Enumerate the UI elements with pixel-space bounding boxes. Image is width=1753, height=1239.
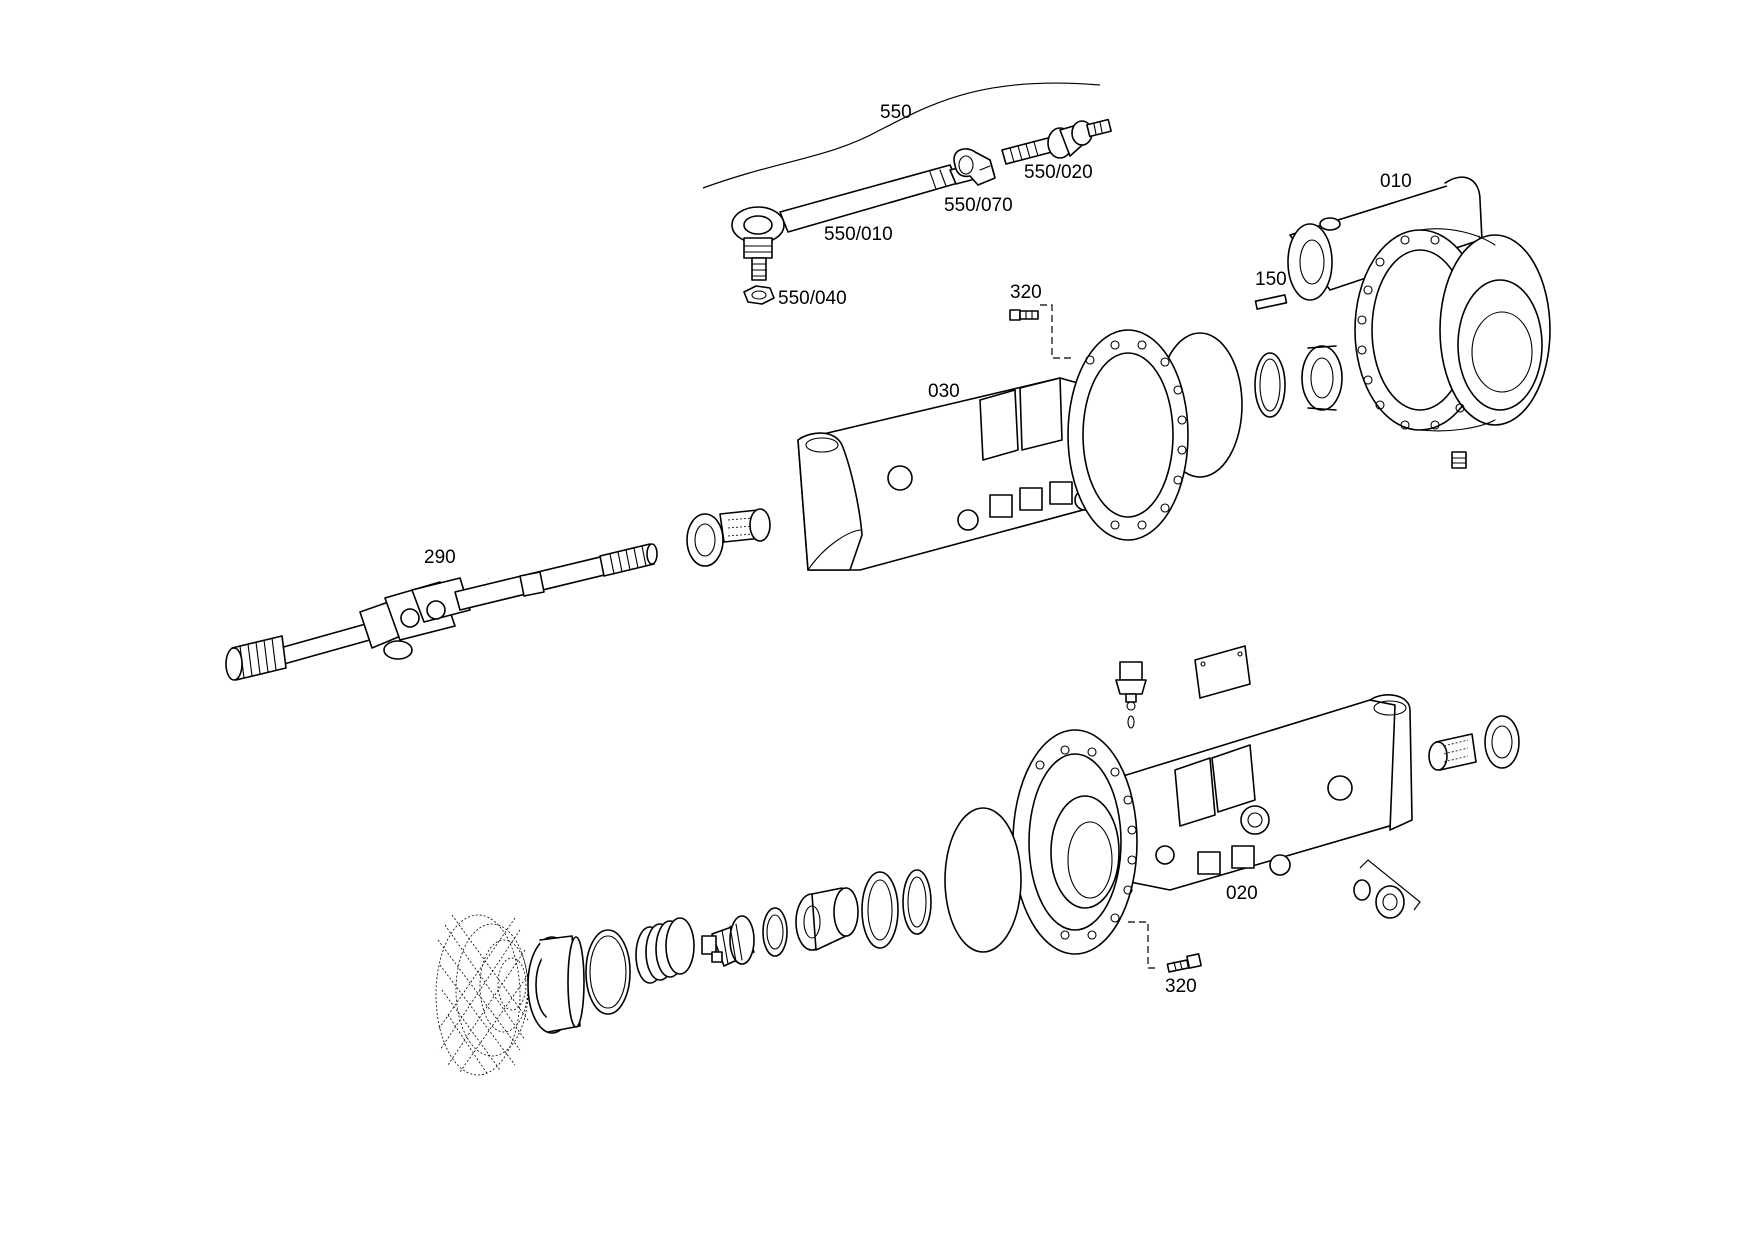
tie-rod-assembly-550: 550 550/020 550/070 550/010 550/040 <box>702 82 1112 309</box>
label-010: 010 <box>1380 171 1412 192</box>
label-020: 020 <box>1226 883 1258 904</box>
label-550-070: 550/070 <box>944 195 1013 216</box>
tie-rod-tube-550-010 <box>731 159 995 281</box>
slotted-nut-spline <box>701 915 755 967</box>
label-550: 550 <box>880 102 912 123</box>
o-ring-lower <box>944 807 1022 953</box>
snap-ring-b <box>861 871 899 949</box>
pin-150: 150 <box>1254 269 1288 310</box>
bearing-upper <box>1301 345 1343 411</box>
bushing-pair-lower <box>1428 715 1520 771</box>
clamp-550-070 <box>953 148 996 186</box>
label-290: 290 <box>424 547 456 568</box>
plug-kit-lower <box>1353 859 1421 919</box>
label-550-040: 550/040 <box>778 288 847 309</box>
snap-ring-c <box>585 929 631 1015</box>
ring-gear-hatched <box>435 914 529 1076</box>
label-550-010: 550/010 <box>824 224 893 245</box>
swivel-housing-010: 010 <box>1287 171 1551 469</box>
seal-ring-upper-inner <box>1259 358 1281 412</box>
taper-bearing-lower <box>527 935 585 1034</box>
snap-ring-c-inner <box>589 935 627 1009</box>
drive-shaft-290: 290 <box>225 543 658 681</box>
seal-sleeve <box>795 887 859 951</box>
bolt-320-top: 320 <box>1009 282 1072 359</box>
nut-550-040 <box>743 285 775 305</box>
bolt-320-bottom: 320 <box>1128 921 1202 997</box>
bushing-pair-upper <box>686 508 771 567</box>
label-320-top: 320 <box>1010 282 1042 303</box>
label-320-bottom: 320 <box>1165 976 1197 997</box>
inner-joint-550-020 <box>1001 118 1112 165</box>
snap-ring-b-inner <box>867 879 893 941</box>
label-550-020: 550/020 <box>1024 162 1093 183</box>
axle-housing-030: 030 <box>797 329 1189 571</box>
snap-ring-a-inner <box>907 876 927 928</box>
breather-valve <box>1115 661 1147 729</box>
snap-ring-a <box>902 869 932 935</box>
label-150: 150 <box>1255 269 1287 290</box>
compression-spring <box>635 917 695 984</box>
thrust-washer <box>762 907 788 957</box>
label-030: 030 <box>928 381 960 402</box>
name-plate <box>1194 645 1251 699</box>
axle-housing-020: 020 <box>1012 694 1413 955</box>
